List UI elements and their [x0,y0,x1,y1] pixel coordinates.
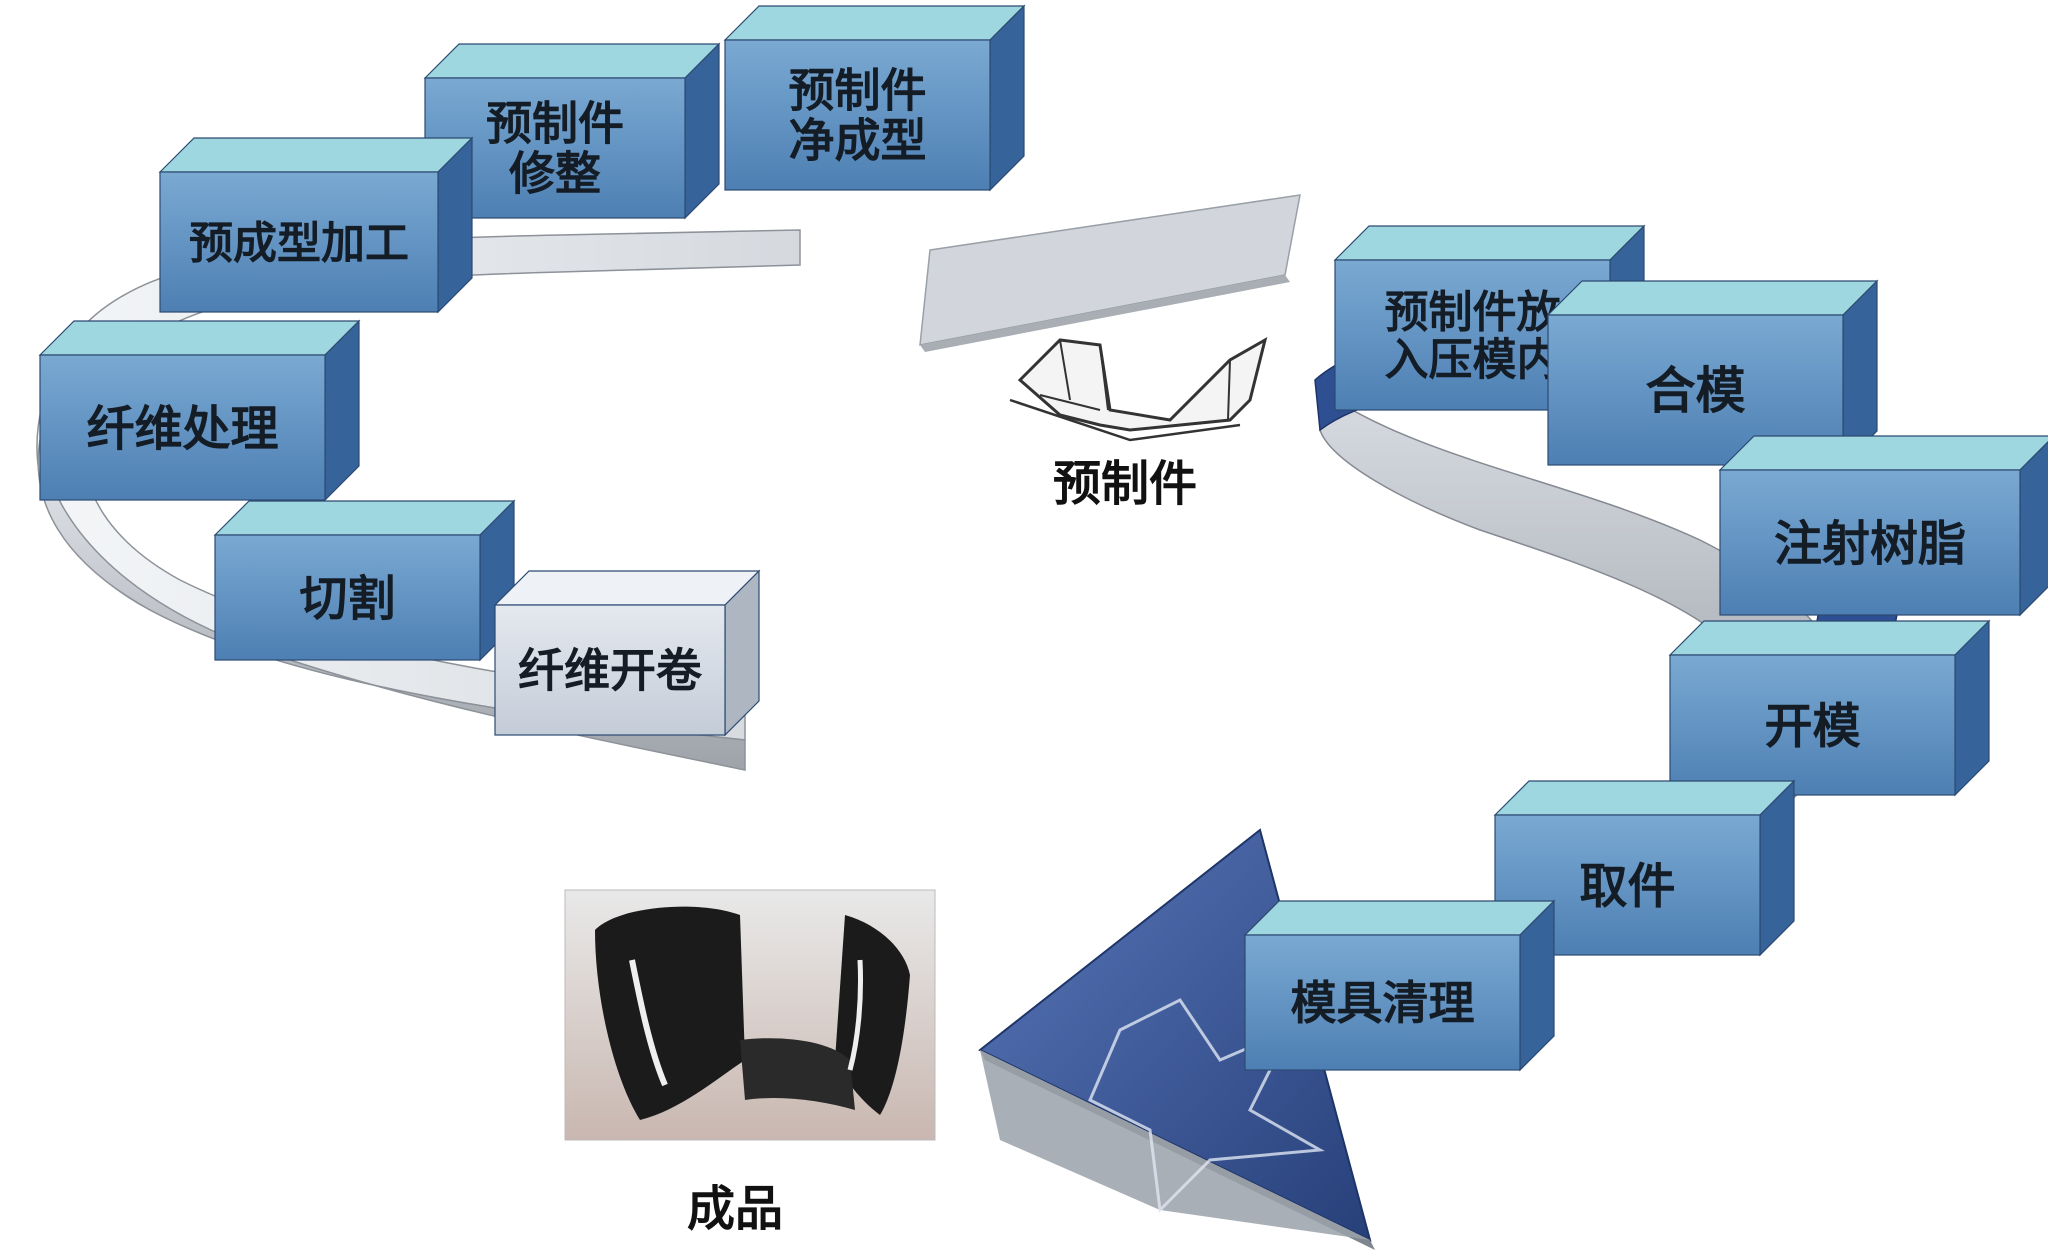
box-front-face [1669,654,1956,796]
process-step-box: 纤维开卷 [493,569,761,737]
process-step-label: 取件 [1579,858,1675,914]
box-top-face [1718,435,2048,471]
process-step-label: 开模 [1764,698,1860,754]
box-top-face [1243,900,1556,936]
box-top-face [723,5,1026,41]
box-front-face [1244,934,1521,1071]
process-step-box: 模具清理 [1243,899,1556,1072]
process-step-box: 开模 [1668,619,1991,797]
box-top-face [493,570,761,606]
process-step-label: 切割 [299,571,395,627]
connector-strip [919,194,1301,352]
box-top-face [38,320,361,356]
box-top-face [1333,225,1646,261]
process-boxes: 预制件净成型预制件修整预成型加工纤维处理切割纤维开卷预制件放入压模内合模注射树脂… [38,4,2048,1072]
box-top-face [1546,280,1879,316]
box-front-face [724,39,991,191]
box-front-face [494,604,726,736]
product-photo [564,889,936,1141]
box-front-face [39,354,326,501]
box-top-face [423,43,721,79]
process-step-box: 纤维处理 [38,319,361,502]
box-front-face [1719,469,2021,616]
product-caption: 成品 [687,1181,783,1237]
box-front-face [214,534,481,661]
process-step-label: 修整 [509,146,601,200]
preform-caption: 预制件 [1053,456,1197,512]
box-top-face [213,500,516,536]
process-step-box: 预成型加工 [158,136,474,314]
process-step-label: 预成型加工 [189,218,409,269]
box-top-face [1493,780,1796,816]
process-step-label: 预制件放 [1385,287,1561,338]
process-step-label: 入压模内 [1385,335,1561,386]
process-step-box: 注射树脂 [1718,435,2048,617]
process-step-label: 预制件 [789,64,927,118]
process-step-label: 注射树脂 [1774,516,1966,572]
box-top-face [158,137,474,173]
process-step-label: 纤维开卷 [518,644,703,698]
process-step-label: 纤维处理 [86,401,278,457]
process-step-label: 模具清理 [1291,976,1475,1030]
process-step-label: 预制件 [486,97,624,151]
preform-illustration [1009,336,1268,442]
box-front-face [159,171,439,313]
process-step-label: 合模 [1646,362,1746,420]
process-step-box: 切割 [213,499,516,662]
process-step-label: 净成型 [789,113,927,167]
box-top-face [1668,620,1991,656]
